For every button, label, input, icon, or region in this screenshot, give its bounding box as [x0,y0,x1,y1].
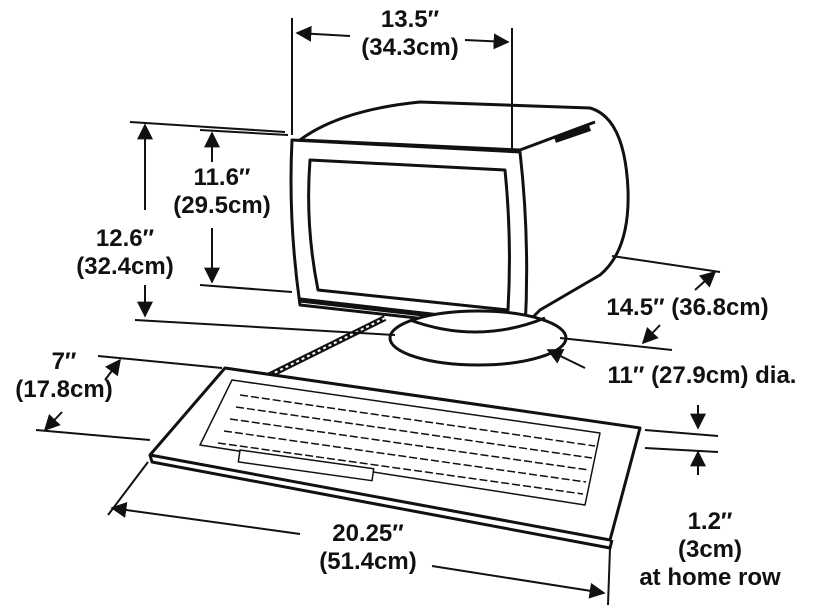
base-diameter-text: 11″ (27.9cm) dia. [607,362,797,389]
home-row-metric: (3cm) [677,536,743,563]
home-row-imperial: 1.2″ [687,508,733,535]
keyboard-cable [258,315,387,383]
dimension-lines [35,18,721,606]
label-monitor-width: 13.5″ (34.3cm) [345,6,475,62]
keyboard-width-imperial: 20.25″ [332,520,404,547]
label-keyboard-width: 20.25″ (51.4cm) [298,520,438,576]
label-keyboard-depth: 7″ (17.8cm) [4,348,124,404]
total-height-imperial: 12.6″ [95,225,155,252]
label-screen-height: 11.6″ (29.5cm) [160,164,284,220]
label-depth: 14.5″ (36.8cm) [585,294,790,322]
keyboard-keys [199,379,601,506]
total-height-metric: (32.4cm) [76,253,174,280]
screen-height-metric: (29.5cm) [173,192,271,219]
spacebar [237,449,375,482]
keyboard [148,366,642,550]
keyboard-width-metric: (51.4cm) [319,548,417,575]
depth-text: 14.5″ (36.8cm) [606,294,769,321]
screen-height-imperial: 11.6″ [193,164,251,191]
keyboard-depth-imperial: 7″ [51,348,77,375]
monitor-base [388,309,568,367]
label-total-height: 12.6″ (32.4cm) [60,225,190,281]
label-home-row-height: 1.2″ (3cm) at home row [615,508,805,592]
monitor-width-imperial: 13.5″ [380,6,440,33]
keyboard-body [148,366,642,542]
monitor-screen [307,158,511,312]
keyboard-depth-metric: (17.8cm) [15,376,113,403]
home-row-note: at home row [639,564,781,591]
monitor-width-metric: (34.3cm) [361,34,459,61]
label-base-diameter: 11″ (27.9cm) dia. [588,362,816,390]
monitor [289,100,630,332]
